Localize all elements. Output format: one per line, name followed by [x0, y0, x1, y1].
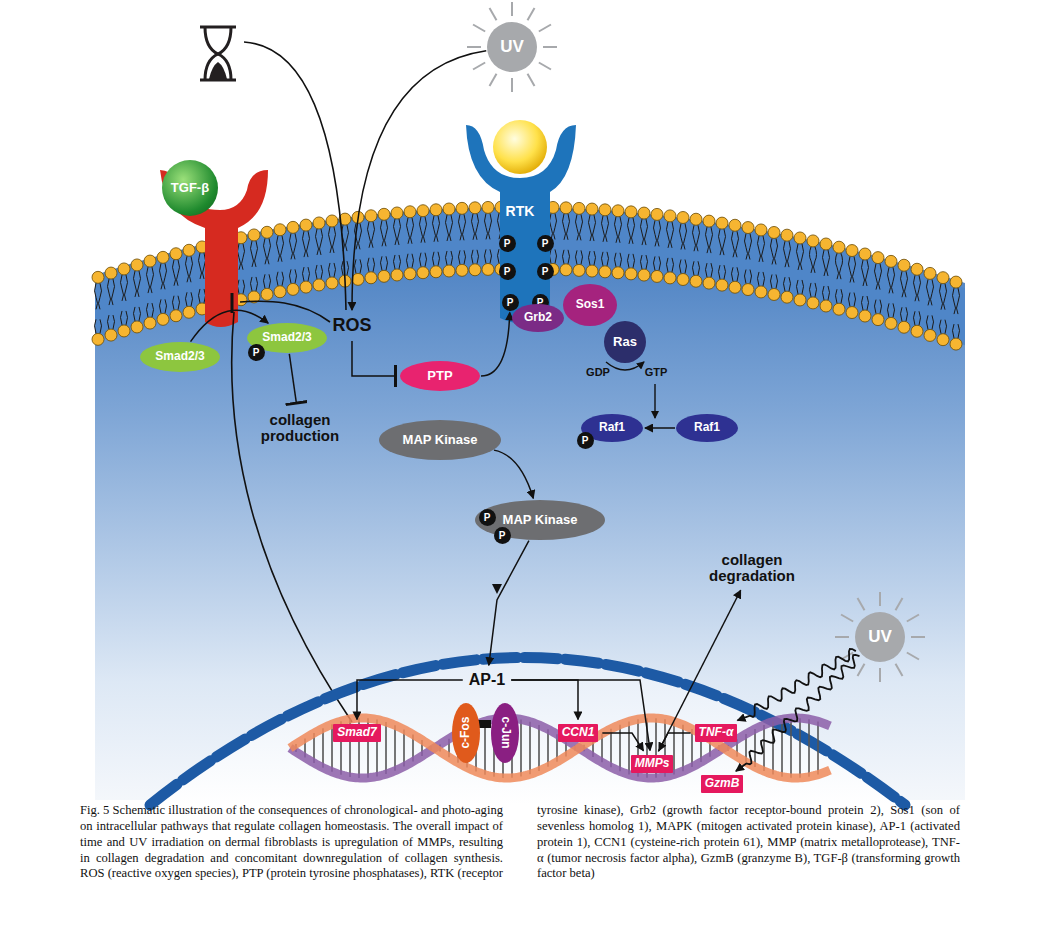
node-text: Smad7	[337, 726, 376, 739]
node-text: MAP Kinase	[403, 433, 478, 447]
outcome-label: collagen degradation	[702, 551, 802, 586]
node-text: P	[484, 512, 491, 523]
node-text: P	[499, 530, 506, 541]
arrow-connector	[494, 450, 533, 498]
node-text: collagen degradation	[704, 552, 800, 585]
node-text: P	[253, 347, 260, 358]
arrow-connector	[489, 541, 529, 666]
node-text: MAP Kinase	[503, 513, 578, 527]
gef-protein: Sos1	[563, 284, 617, 326]
inhibition-connector	[289, 354, 296, 404]
outcome-label: collagen production	[254, 411, 346, 446]
node-text: Grb2	[524, 311, 552, 324]
kinase: Raf1	[676, 414, 738, 442]
arrow-connector	[645, 427, 675, 429]
node-text: P	[504, 266, 511, 277]
node-text: collagen production	[256, 412, 344, 445]
ligand-sphere	[493, 120, 547, 174]
node-text: Ras	[613, 335, 637, 349]
transcription-factor: AP-1	[467, 670, 507, 690]
fos-protein: c-Fos	[452, 703, 480, 763]
phosphate: P	[537, 263, 554, 280]
node-text: c-Jun	[498, 717, 511, 749]
node-text: MMPs	[635, 757, 670, 770]
phosphate: P	[248, 344, 265, 361]
uv-sun: UV	[855, 612, 905, 662]
nucleotide-label: GTP	[645, 366, 668, 378]
node-text: Sos1	[576, 298, 605, 311]
gene-box: CCN1	[558, 724, 599, 741]
node-text: TGF-β	[171, 181, 209, 195]
phosphate: P	[494, 527, 511, 544]
ligand-sphere: TGF-β	[162, 160, 218, 216]
ros-inhibition-line	[240, 301, 330, 322]
arrow-connector	[357, 680, 463, 719]
receptor-label: RTK	[504, 203, 537, 220]
node-text: c-Fos	[459, 717, 472, 749]
node-text: UV	[868, 628, 892, 647]
inhibition-connector	[352, 341, 396, 376]
ros-label: ROS	[330, 315, 373, 337]
node-text: P	[542, 238, 549, 249]
gene-box: MMPs	[631, 755, 674, 772]
smad-protein: Smad2/3	[140, 342, 220, 372]
node-text: CCN1	[562, 726, 595, 739]
jun-protein: c-Jun	[491, 703, 519, 763]
kinase: MAP Kinase	[379, 420, 501, 460]
node-text: RTK	[506, 204, 535, 219]
adaptor-protein: Grb2	[512, 304, 564, 332]
time-line	[244, 42, 346, 310]
arrow-connector	[602, 733, 643, 751]
arrow-connector	[658, 590, 740, 751]
node-text: PTP	[427, 369, 452, 383]
phosphatase: PTP	[400, 361, 480, 391]
arrow-connector	[352, 51, 486, 310]
node-text: P	[507, 297, 514, 308]
phosphate: P	[479, 509, 496, 526]
gene-box: GzmB	[701, 775, 744, 792]
phosphate: P	[537, 235, 554, 252]
uv-wave-arrow	[738, 649, 856, 721]
nucleotide-label: GDP	[586, 366, 610, 378]
gene-box: TNF-α	[695, 724, 738, 741]
node-text: P	[582, 435, 589, 446]
phosphate: P	[502, 294, 519, 311]
arrow-connector	[511, 680, 650, 750]
phosphate: P	[499, 263, 516, 280]
hourglass-icon	[200, 27, 236, 80]
node-text: TNF-α	[699, 726, 734, 739]
node-text: UV	[500, 38, 524, 57]
node-text: Raf1	[694, 421, 720, 434]
smad7-inhibition-line	[232, 312, 352, 722]
activation-line	[654, 384, 655, 418]
phosphate: P	[499, 235, 516, 252]
nuclear-envelope	[150, 658, 905, 806]
arrow-connector	[511, 680, 578, 719]
node-text: Raf1	[599, 421, 625, 434]
phosphate: P	[577, 432, 594, 449]
nucleoplasm	[150, 658, 905, 806]
figure-caption: Fig. 5 Schematic illustration of the con…	[80, 803, 960, 882]
uv-sun: UV	[487, 22, 537, 72]
dna-helix	[290, 718, 830, 778]
arrow-connector	[481, 312, 510, 376]
node-text: Smad2/3	[155, 350, 204, 363]
node-text: GzmB	[705, 777, 740, 790]
node-text: P	[542, 266, 549, 277]
gene-box: Smad7	[333, 724, 380, 741]
node-text: P	[504, 238, 511, 249]
uv-wave-arrow	[736, 655, 860, 771]
node-text: Smad2/3	[262, 331, 311, 344]
node-text: ROS	[332, 316, 371, 336]
gtpase: Ras	[604, 321, 646, 363]
node-text: AP-1	[469, 671, 505, 689]
gdp-gtp-arrow	[606, 362, 644, 370]
uv-rays	[467, 2, 925, 682]
